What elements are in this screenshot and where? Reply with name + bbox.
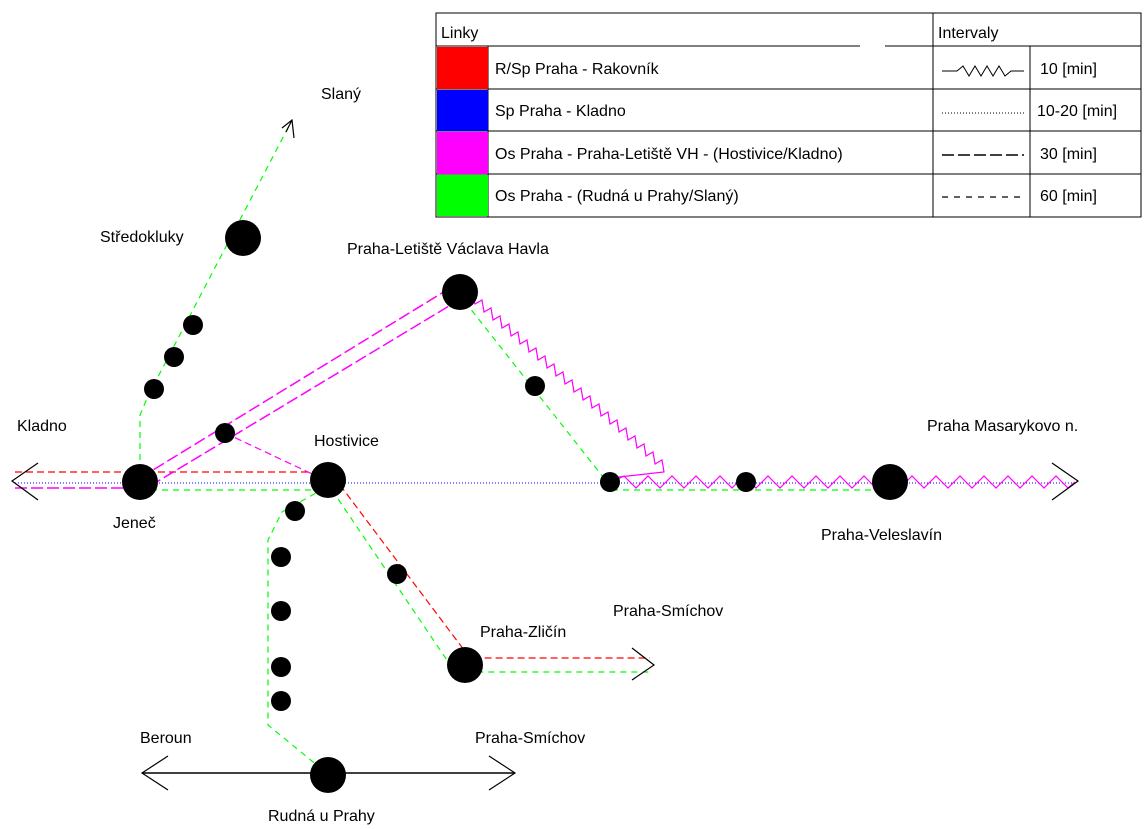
route-magenta-jenec-letiste-a [139,284,456,479]
label-smichov-upper: Praha-Smíchov [613,603,723,620]
stop-veleslavin-junction[interactable] [600,472,620,492]
legend-interval-4: 60 [min] [1040,188,1097,205]
station-rudna[interactable] [310,757,346,793]
route-magenta-letiste-down-zigzag [470,291,665,479]
legend-swatch-red [437,47,488,89]
route-green-hostivice-rudna [267,487,326,767]
legend-swatch-green [437,175,488,216]
route-red-hostivice-smichov-line [339,484,650,659]
station-jenec[interactable] [122,464,158,500]
stop-slany-line-2[interactable] [164,347,184,367]
arrow-beroun [140,755,169,791]
legend-header-lines: Linky [441,25,478,42]
arrow-smichov-lower [488,755,517,791]
station-zlicin[interactable] [447,647,483,683]
label-hostivice: Hostivice [314,433,379,450]
routes [15,121,1076,767]
label-smichov-lower: Praha-Smíchov [475,730,585,747]
label-jenec: Jeneč [113,515,156,532]
station-letiste[interactable] [442,274,478,310]
stop-rudna-line-2[interactable] [271,547,291,567]
legend-interval-3: 30 [min] [1040,146,1097,163]
legend-zigzag-sample [942,65,1024,77]
stop-hostivice-branch[interactable] [215,423,235,443]
stations [122,220,908,793]
stop-slany-line-3[interactable] [144,379,164,399]
route-magenta-hostivice-branch [224,432,326,481]
stop-rudna-line-1[interactable] [285,501,305,521]
legend-interval-1: 10 [min] [1040,61,1097,78]
route-green-hostivice-smichov-line [331,489,650,673]
label-beroun: Beroun [140,730,192,747]
legend-line-3: Os Praha - Praha-Letiště VH - (Hostivice… [495,146,843,163]
stop-rudna-line-4[interactable] [271,657,291,677]
stop-slany-line-1[interactable] [183,315,203,335]
legend-line-2: Sp Praha - Kladno [495,103,626,120]
stop-rudna-line-3[interactable] [271,601,291,621]
label-kladno: Kladno [17,418,67,435]
legend-table: Linky Intervaly R/Sp Praha - Rakovník Sp… [435,12,1142,218]
label-letiste: Praha-Letiště Václava Havla [347,241,549,258]
arrow-smichov-upper [631,647,656,681]
route-green-letiste-down [457,292,608,483]
station-veleslavin[interactable] [872,464,908,500]
terminal-arrows [10,118,1080,791]
label-stredokluky: Středokluky [100,229,184,246]
arrow-left-kladno [10,462,39,501]
stop-veleslavin-line[interactable] [736,472,756,492]
route-magenta-jenec-letiste-b [149,296,465,487]
label-zlicin: Praha-Zličín [480,624,566,641]
legend-line-4: Os Praha - (Rudná u Prahy/Slaný) [495,188,739,205]
legend-interval-2: 10-20 [min] [1037,103,1117,120]
label-rudna: Rudná u Prahy [268,808,375,825]
legend-swatch-magenta [437,132,488,174]
label-masarykovo: Praha Masarykovo n. [927,418,1078,435]
stop-rudna-line-5[interactable] [271,691,291,711]
label-slany: Slaný [321,86,361,103]
route-magenta-zigzag-to-masarykovo [611,475,1076,489]
stop-letiste-line[interactable] [525,376,545,396]
legend-header-intervals: Intervaly [938,25,998,42]
station-labels: Kladno Jeneč Hostivice Středokluky Slaný… [17,86,1078,825]
legend-line-1: R/Sp Praha - Rakovník [495,61,660,78]
route-green-jenec-slany [139,121,292,482]
stop-zlicin-line[interactable] [387,564,407,584]
station-hostivice[interactable] [310,462,346,498]
legend-swatch-blue [437,90,488,131]
label-veleslavin: Praha-Veleslavín [821,527,942,544]
arrow-right-masarykovo [1051,462,1080,501]
station-stredokluky[interactable] [225,220,261,256]
